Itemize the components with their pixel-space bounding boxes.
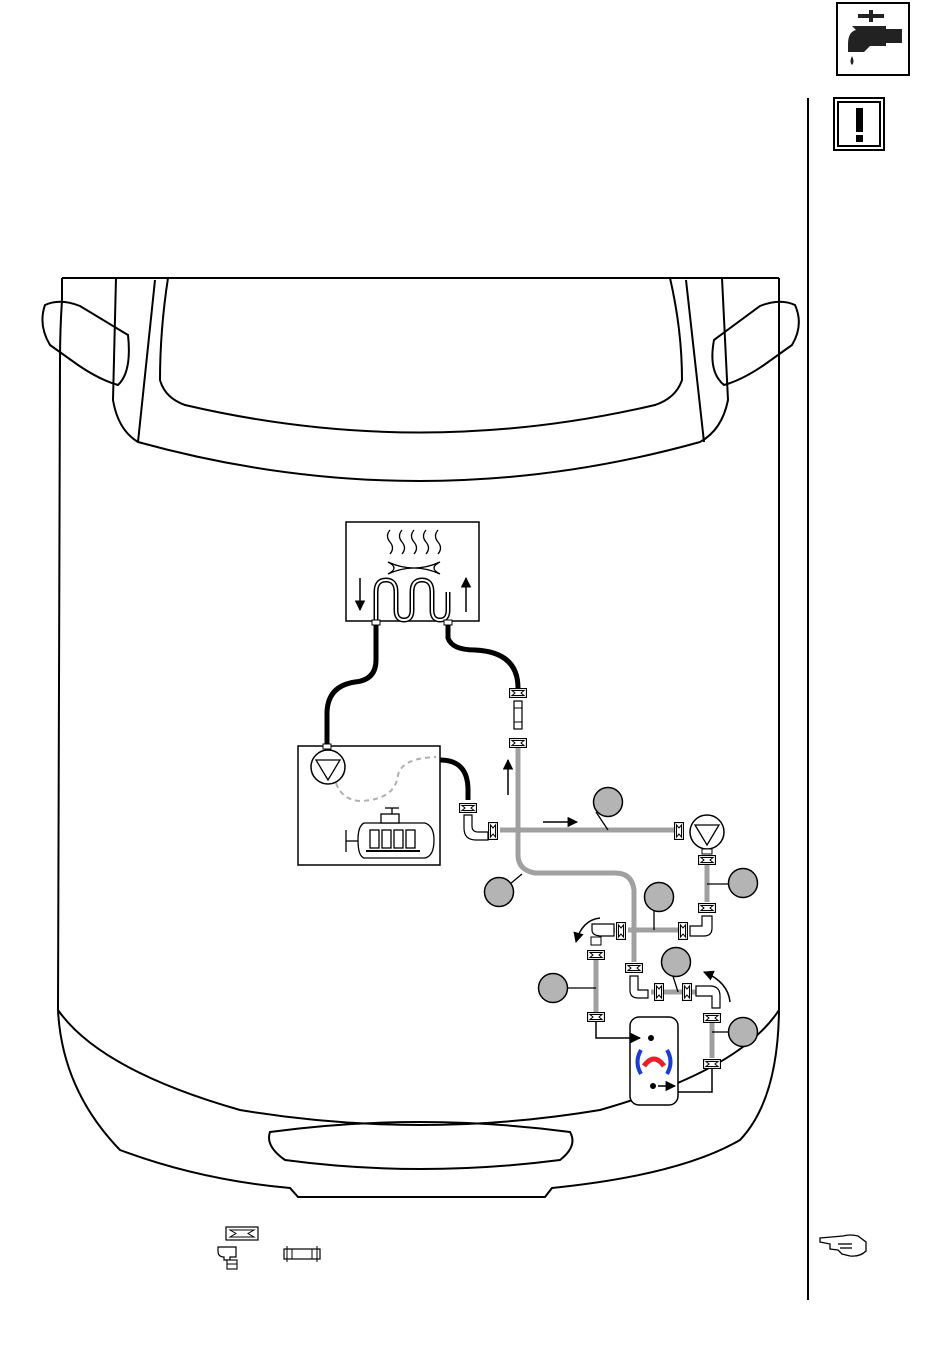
callout-1 [594, 788, 623, 817]
callout-4 [645, 883, 674, 912]
elbow-connector-icon [218, 1247, 237, 1269]
water-tap-icon [837, 3, 909, 75]
hose-clamp-icon [226, 1227, 258, 1240]
water-pump-icon [311, 750, 345, 784]
vehicle-outline [42, 278, 798, 1197]
callout-7 [729, 1018, 758, 1047]
straight-connector-icon [284, 1246, 320, 1262]
heater-unit [588, 1013, 713, 1106]
callout-6 [662, 948, 691, 977]
riser-connector [510, 689, 527, 748]
callout-2 [485, 878, 514, 907]
pointing-hand-icon [820, 1235, 866, 1256]
exclamation-warning-icon [834, 98, 884, 150]
engine-outlet-fittings [460, 804, 498, 841]
heater-matrix [346, 522, 479, 621]
auxiliary-pump [675, 815, 725, 865]
pump-engine-box [298, 744, 440, 865]
callout-3 [729, 869, 758, 898]
callout-5 [539, 974, 568, 1003]
legend [218, 1227, 320, 1269]
